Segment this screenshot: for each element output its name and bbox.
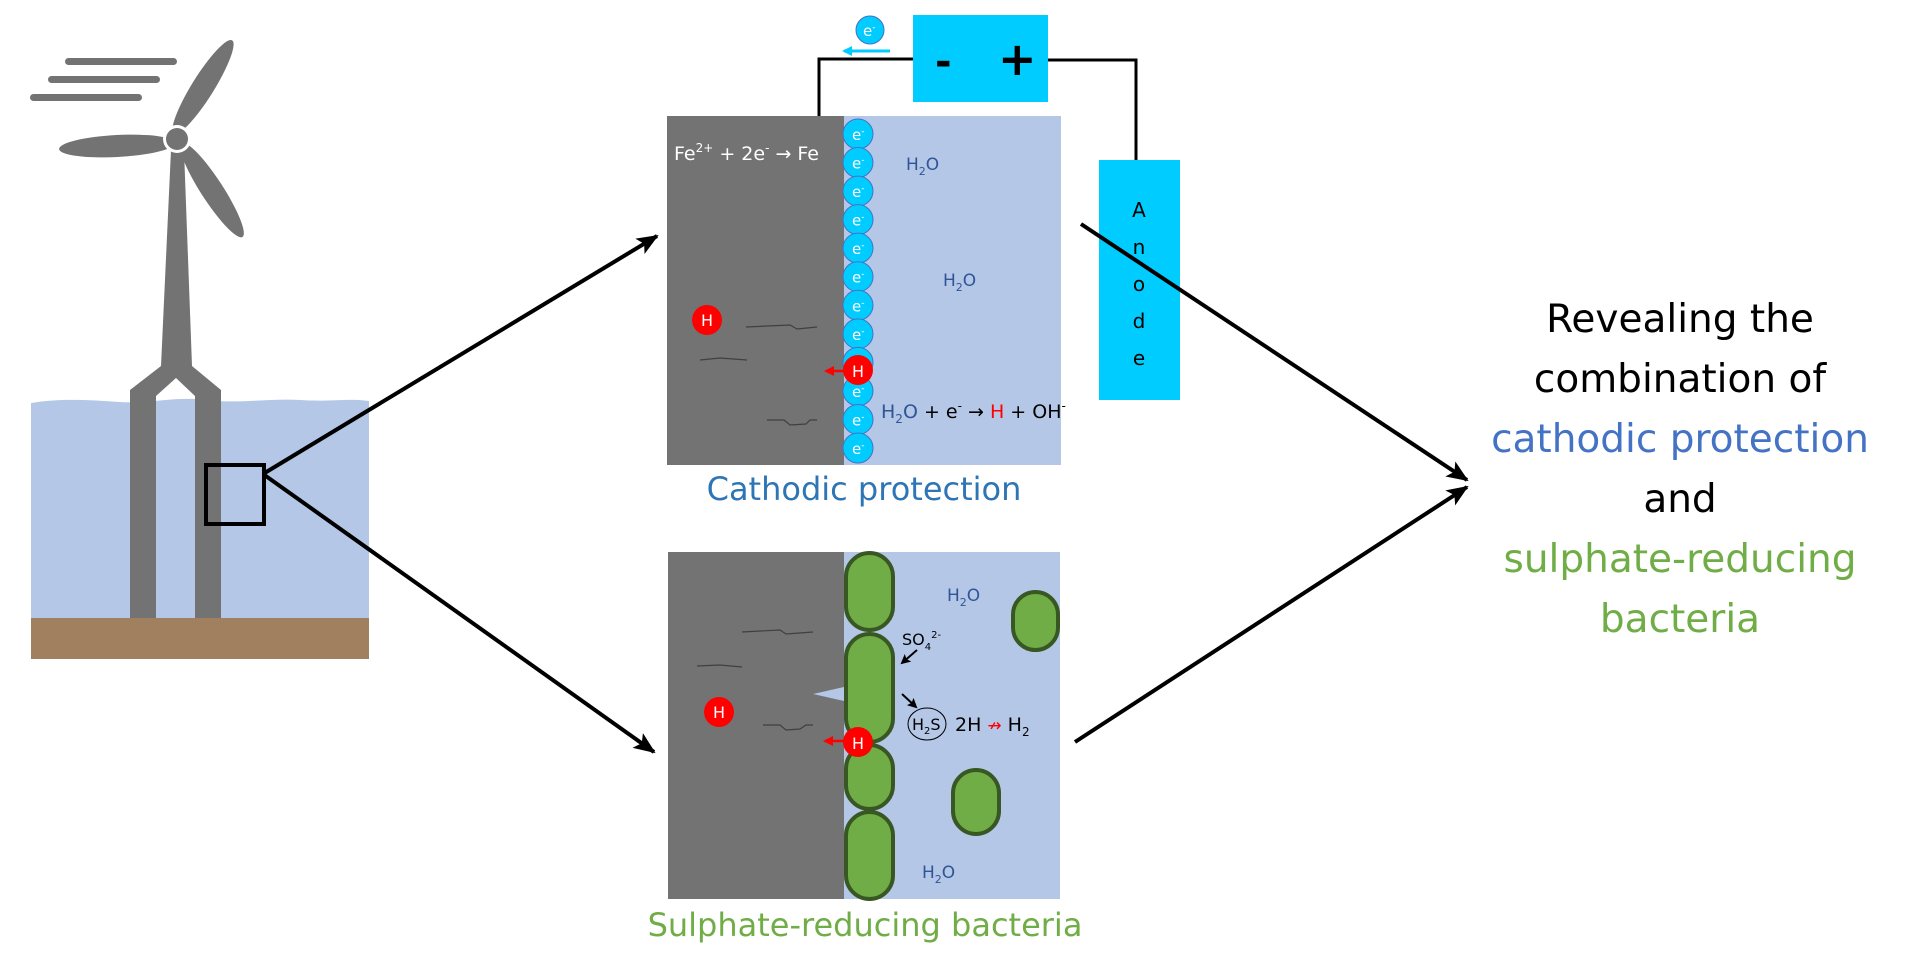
svg-text:o: o bbox=[1133, 272, 1145, 296]
svg-text:H: H bbox=[713, 703, 725, 722]
svg-text:e: e bbox=[1133, 346, 1145, 370]
electron-label: e- bbox=[852, 411, 864, 429]
water-label-2: H2O bbox=[943, 271, 976, 294]
h2s-release-arrow-icon bbox=[901, 693, 918, 709]
electron-icon: e- bbox=[842, 118, 874, 150]
conclusion-line-2: combination of bbox=[1533, 357, 1827, 402]
turbine-blades bbox=[59, 39, 244, 238]
corrosion-pit bbox=[813, 687, 844, 701]
svg-text:A: A bbox=[1132, 198, 1146, 222]
electron-flow-label: e- bbox=[863, 22, 875, 40]
bacteria-layer bbox=[844, 551, 1060, 901]
water-reduction-equation: H2O + e- → H + OH- bbox=[881, 399, 1066, 426]
srb-water-label-bottom: H2O bbox=[922, 863, 955, 886]
svg-text:d: d bbox=[1133, 309, 1146, 333]
electron-label: e- bbox=[852, 269, 864, 287]
svg-text:H: H bbox=[701, 311, 713, 330]
conclusion-text: Revealing the combination of cathodic pr… bbox=[1480, 290, 1880, 650]
bacterium-cell bbox=[1011, 590, 1060, 652]
arrow-to-srb-panel bbox=[261, 472, 656, 754]
electron-layer: e-e-e-e-e-e-e-e-e-e-e-e- bbox=[842, 118, 874, 464]
conclusion-line-4: and bbox=[1643, 477, 1717, 522]
steel-cracks-srb bbox=[696, 629, 814, 731]
electron-label: e- bbox=[852, 126, 864, 144]
battery-minus-sign: - bbox=[935, 39, 952, 85]
hydrogen-atom-at-surface-srb: H bbox=[843, 727, 873, 757]
steel-cracks bbox=[699, 324, 818, 426]
svg-text:H: H bbox=[852, 734, 864, 753]
seawater-region bbox=[844, 116, 1061, 465]
power-source-box bbox=[913, 15, 1048, 102]
electron-icon: e- bbox=[842, 432, 874, 464]
bacterium-cell bbox=[844, 551, 895, 632]
sulphate-uptake-arrow-icon bbox=[900, 649, 918, 665]
bacterium-cell bbox=[844, 810, 895, 901]
cathodic-protection-panel: - + e- Fe2+ + 2e- → Fe H2O H2O e-e-e-e-e… bbox=[667, 15, 1180, 465]
electron-icon: e- bbox=[842, 289, 874, 321]
electron-label: e- bbox=[852, 440, 864, 458]
iron-reduction-equation: Fe2+ + 2e- → Fe bbox=[674, 141, 819, 165]
electron-label: e- bbox=[852, 212, 864, 230]
svg-text:H: H bbox=[852, 362, 864, 381]
electron-icon: e- bbox=[842, 232, 874, 264]
electron-icon: e- bbox=[842, 261, 874, 293]
electron-icon: e- bbox=[842, 175, 874, 207]
turbine-scene bbox=[30, 39, 369, 659]
electron-label: e- bbox=[852, 326, 864, 344]
electron-flow-icon bbox=[855, 15, 885, 45]
zoom-region-box bbox=[204, 463, 266, 526]
wind-lines-icon bbox=[30, 58, 177, 101]
srb-panel: H H2O H2O SO42- H2S 2H↛H2 H bbox=[668, 551, 1060, 901]
conclusion-line-3: cathodic protection bbox=[1491, 417, 1869, 462]
hydrogen-atom-in-steel-srb: H bbox=[704, 697, 734, 727]
electron-icon: e- bbox=[842, 403, 874, 435]
arrow-to-cathodic-panel bbox=[261, 234, 659, 476]
electron-label: e- bbox=[852, 240, 864, 258]
svg-text:n: n bbox=[1133, 235, 1146, 259]
steel-surface bbox=[667, 116, 844, 465]
bacterium-cell bbox=[951, 768, 1001, 836]
h2s-circle bbox=[907, 707, 947, 741]
hydrogen-atom-at-surface: H bbox=[843, 355, 873, 385]
battery-plus-sign: + bbox=[998, 32, 1037, 86]
electron-label: e- bbox=[852, 155, 864, 173]
steel-surface-srb bbox=[668, 552, 844, 899]
cathodic-protection-caption: Cathodic protection bbox=[706, 470, 1022, 508]
recombination-blocked-equation: 2H↛H2 bbox=[955, 714, 1030, 739]
circuit-wire-left bbox=[817, 57, 913, 116]
srb-caption: Sulphate-reducing bacteria bbox=[647, 906, 1083, 944]
electron-icon: e- bbox=[842, 147, 874, 179]
electron-label: e- bbox=[852, 383, 864, 401]
arrow-cathodic-to-conclusion bbox=[1079, 222, 1469, 482]
bacterium-cell bbox=[844, 632, 895, 744]
electron-icon: e- bbox=[842, 318, 874, 350]
conclusion-line-5: sulphate-reducing bbox=[1503, 537, 1857, 582]
arrow-srb-to-conclusion bbox=[1073, 485, 1469, 744]
turbine-hub-core bbox=[166, 128, 188, 150]
conclusion-line-1: Revealing the bbox=[1546, 297, 1814, 342]
hydrogen-atom-in-steel: H bbox=[692, 305, 722, 335]
seabed bbox=[31, 618, 369, 659]
electron-label: e- bbox=[852, 183, 864, 201]
anode-label: A n o d e bbox=[1132, 198, 1146, 370]
sulphate-label: SO42- bbox=[902, 630, 941, 653]
circuit-wire-right bbox=[1048, 58, 1138, 160]
water-label-1: H2O bbox=[906, 155, 939, 178]
electron-icon: e- bbox=[842, 204, 874, 236]
h2s-label: H2S bbox=[912, 715, 941, 737]
srb-water-label-top: H2O bbox=[947, 586, 980, 609]
electron-label: e- bbox=[852, 297, 864, 315]
conclusion-line-6: bacteria bbox=[1599, 597, 1761, 642]
turbine-tower bbox=[130, 150, 221, 618]
